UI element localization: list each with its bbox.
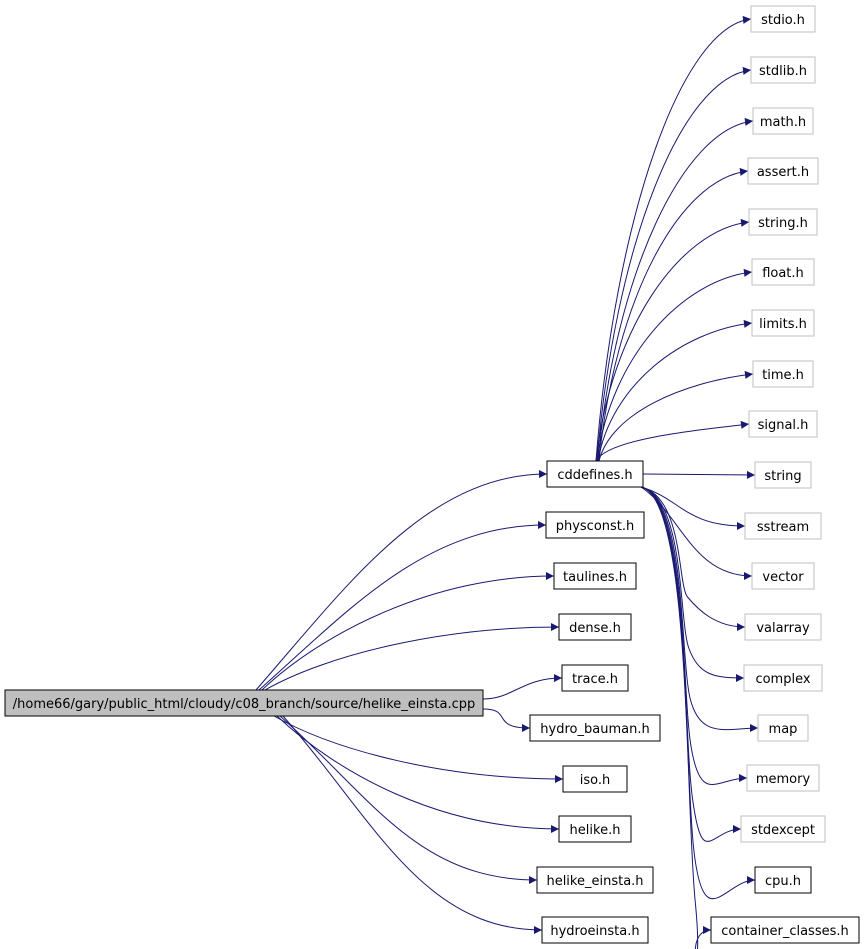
include-node-assert-h: assert.h (747, 157, 819, 185)
include-node-physconst-h-label: physconst.h (556, 519, 635, 534)
include-node-cddefines-h-label: cddefines.h (557, 468, 632, 483)
include-node-dense-h-label: dense.h (569, 621, 621, 636)
include-node-stdio-h: stdio.h (750, 5, 816, 33)
include-node-cddefines-h[interactable]: cddefines.h (546, 460, 644, 488)
include-nodes: /home66/gary/public_html/cloudy/c08_bran… (4, 5, 860, 944)
edge-source-to-helike-einsta-h (279, 715, 538, 884)
edge-cddefines-to-cpu-h (640, 486, 756, 900)
include-node-stdexcept-label: stdexcept (751, 823, 815, 838)
edge-source-to-trace-h (482, 674, 563, 700)
include-node-helike-einsta-h[interactable]: helike_einsta.h (536, 866, 654, 894)
include-node-vector: vector (751, 562, 815, 590)
include-node-stdlib-h: stdlib.h (750, 56, 816, 84)
include-node-helike-h-label: helike.h (570, 823, 621, 838)
include-node-taulines-h-label: taulines.h (563, 570, 627, 585)
include-node-helike-einsta-h-label: helike_einsta.h (546, 874, 643, 889)
source-file-node-label: /home66/gary/public_html/cloudy/c08_bran… (13, 697, 475, 712)
include-node-iso-h[interactable]: iso.h (562, 765, 628, 793)
include-node-hydroeinsta-h-label: hydroeinsta.h (550, 924, 639, 939)
include-node-hydroeinsta-h[interactable]: hydroeinsta.h (541, 916, 649, 944)
include-node-vector-label: vector (762, 570, 804, 585)
include-node-time-h: time.h (752, 360, 814, 388)
include-node-physconst-h[interactable]: physconst.h (545, 511, 645, 539)
edge-source-to-hydro-bauman-h (482, 708, 531, 732)
include-node-string-h: string.h (748, 208, 818, 236)
include-node-sstream-label: sstream (757, 520, 809, 535)
include-node-stdexcept: stdexcept (740, 815, 826, 843)
edge-cddefines-to-stdlib-h (596, 66, 752, 462)
include-node-valarray-label: valarray (756, 621, 810, 636)
edge-cddefines-to-container-classes-h (640, 486, 712, 949)
edge-cddefines-to-float-h (596, 268, 753, 462)
include-node-trace-h-label: trace.h (572, 672, 618, 687)
include-node-memory: memory (746, 764, 820, 792)
include-node-map-label: map (769, 722, 798, 737)
include-node-valarray: valarray (744, 613, 822, 641)
include-node-container-classes-h-label: container_classes.h (721, 924, 849, 939)
edge-source-to-hydroeinsta-h (282, 715, 543, 934)
edge-cddefines-to-string-h (595, 218, 750, 462)
edge-cddefines-to-math-h (597, 117, 754, 462)
include-node-string-h-label: string.h (758, 216, 808, 231)
include-edges (255, 15, 759, 949)
edge-cddefines-to-signal-h (595, 420, 750, 462)
include-node-complex-label: complex (755, 672, 810, 687)
edge-source-to-taulines-h (261, 572, 555, 691)
include-node-container-classes-h[interactable]: container_classes.h (710, 916, 860, 944)
include-node-limits-h-label: limits.h (759, 317, 807, 332)
edge-cddefines-to-map (640, 486, 759, 733)
include-node-math-h: math.h (752, 107, 814, 135)
include-node-stdlib-h-label: stdlib.h (759, 64, 807, 79)
edge-cddefines-to-string (642, 470, 756, 479)
include-node-memory-label: memory (756, 772, 811, 787)
edge-source-to-cddefines-h (255, 470, 548, 691)
include-node-dense-h[interactable]: dense.h (558, 613, 632, 641)
include-node-float-h-label: float.h (762, 266, 804, 281)
edge-cddefines-to-assert-h (598, 167, 749, 462)
include-node-sstream: sstream (744, 512, 822, 540)
include-node-taulines-h[interactable]: taulines.h (553, 562, 637, 590)
include-node-iso-h-label: iso.h (580, 773, 610, 788)
include-node-assert-h-label: assert.h (757, 165, 809, 180)
include-node-cpu-h[interactable]: cpu.h (754, 866, 812, 894)
include-node-map: map (757, 714, 809, 742)
include-node-time-h-label: time.h (762, 368, 804, 383)
include-node-hydro-bauman-h[interactable]: hydro_bauman.h (529, 714, 661, 742)
edge-source-to-iso-h (273, 715, 564, 783)
edge-source-to-helike-h (276, 715, 560, 833)
include-node-math-h-label: math.h (760, 115, 806, 130)
edge-cddefines-to-sstream (640, 486, 746, 530)
include-node-stdio-h-label: stdio.h (761, 13, 805, 28)
include-node-float-h: float.h (751, 258, 815, 286)
include-node-hydro-bauman-h-label: hydro_bauman.h (540, 722, 649, 737)
edge-cddefines-to-limits-h (597, 319, 753, 462)
include-node-string: string (754, 461, 812, 489)
edge-cddefines-to-memory (640, 486, 748, 785)
include-node-signal-h-label: signal.h (758, 418, 809, 433)
include-node-helike-h[interactable]: helike.h (558, 815, 632, 843)
include-node-limits-h: limits.h (751, 309, 815, 337)
edge-source-to-physconst-h (258, 521, 547, 691)
edge-cddefines-to-stdexcept (640, 486, 742, 842)
include-node-cpu-h-label: cpu.h (765, 874, 801, 889)
include-node-trace-h[interactable]: trace.h (561, 664, 629, 692)
include-node-complex: complex (743, 664, 823, 692)
edge-cddefines-to-complex (640, 486, 745, 682)
source-file-node: /home66/gary/public_html/cloudy/c08_bran… (4, 689, 484, 717)
edge-source-to-dense-h (264, 623, 560, 691)
edge-cddefines-to-stdio-h (595, 15, 752, 462)
edge-cddefines-to-valarray (640, 486, 746, 631)
include-node-string-label: string (764, 469, 801, 484)
include-node-signal-h: signal.h (748, 410, 818, 438)
edge-cddefines-to-time-h (598, 370, 754, 462)
